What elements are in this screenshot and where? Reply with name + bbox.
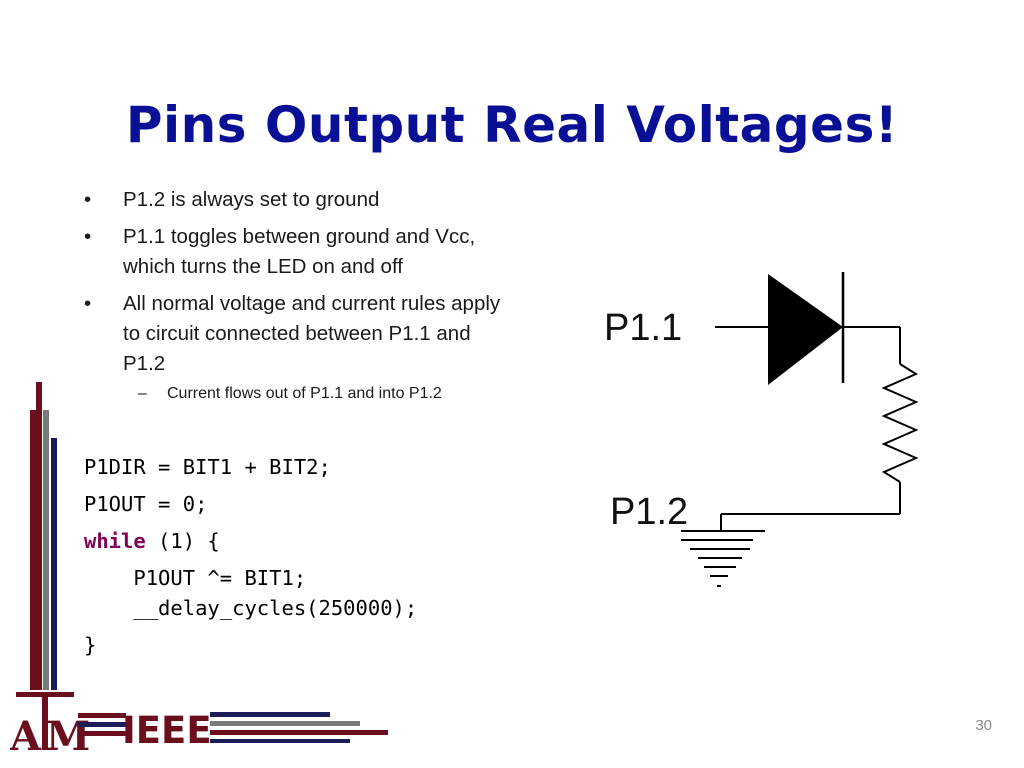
code-keyword: while	[84, 529, 146, 553]
label-p1-1: P1.1	[604, 307, 682, 349]
led-circuit-diagram: P1.1 P1.2	[604, 272, 919, 587]
code-line: __delay_cycles(250000);	[84, 596, 418, 620]
sub-bullet-list: Current flows out of P1.1 and into P1.2	[123, 382, 514, 406]
code-line: P1DIR = BIT1 + BIT2;	[84, 455, 331, 479]
logo-atm-a: A	[10, 713, 42, 754]
code-line: P1OUT ^= BIT1;	[84, 566, 307, 590]
logo-ieee-text: IEEE	[122, 709, 212, 752]
led-diode-icon	[768, 274, 843, 385]
page-number: 30	[975, 717, 992, 734]
bullet-text: P1.2 is always set to ground	[123, 188, 380, 211]
bullet-item: All normal voltage and current rules app…	[84, 289, 514, 406]
bullet-item: P1.2 is always set to ground	[84, 185, 514, 215]
bullet-text: P1.1 toggles between ground and Vcc, whi…	[123, 225, 476, 278]
code-line: while (1) {	[84, 526, 417, 556]
code-text: (1) {	[145, 529, 220, 553]
bullet-list: P1.2 is always set to ground P1.1 toggle…	[84, 185, 514, 413]
bullet-item: P1.1 toggles between ground and Vcc, whi…	[84, 222, 514, 282]
code-block: P1DIR = BIT1 + BIT2; P1OUT = 0; while (1…	[84, 452, 417, 660]
sub-bullet-text: Current flows out of P1.1 and into P1.2	[167, 385, 442, 402]
label-p1-2: P1.2	[610, 491, 688, 533]
atm-ieee-logo: A M IEEE	[10, 692, 388, 754]
sub-bullet-item: Current flows out of P1.1 and into P1.2	[123, 382, 514, 406]
bullet-text: All normal voltage and current rules app…	[123, 292, 501, 375]
ground-symbol-icon	[681, 530, 765, 587]
code-line: }	[84, 633, 97, 657]
decorative-vertical-bars	[30, 382, 57, 690]
code-line: P1OUT = 0;	[84, 492, 208, 516]
resistor-icon	[881, 363, 919, 483]
slide-title: Pins Output Real Voltages!	[125, 95, 899, 154]
